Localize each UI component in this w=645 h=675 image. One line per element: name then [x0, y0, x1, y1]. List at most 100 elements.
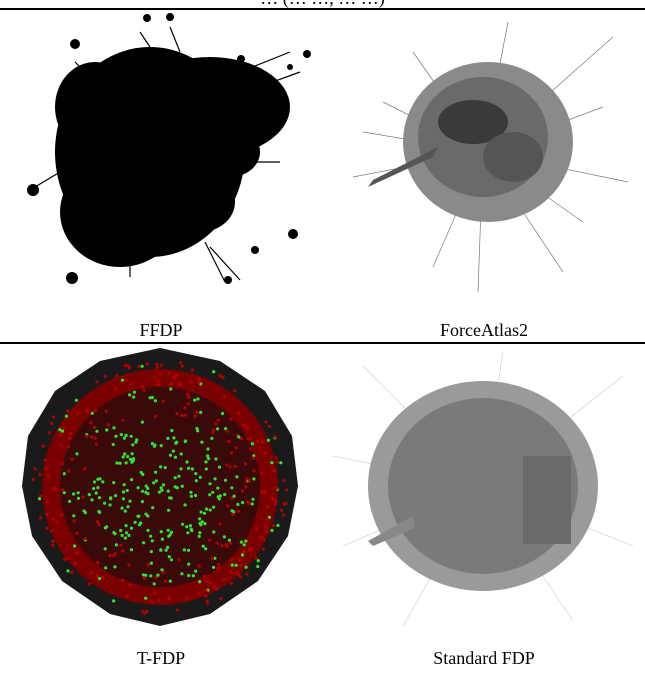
tfdp-node — [213, 477, 217, 481]
tfdp-node — [149, 561, 153, 565]
tfdp-node — [113, 387, 117, 391]
tfdp-node — [66, 409, 70, 413]
tfdp-node — [273, 502, 278, 506]
tfdp-node — [235, 571, 239, 575]
tfdp-node — [160, 568, 164, 572]
tfdp-node — [242, 550, 246, 554]
tfdp-node — [180, 572, 184, 576]
tfdp-node — [120, 506, 124, 510]
tfdp-node — [89, 571, 93, 575]
tfdp-node — [190, 467, 194, 471]
tfdp-node — [183, 406, 187, 410]
tfdp-node — [245, 572, 249, 576]
tfdp-node — [82, 509, 86, 513]
tfdp-node — [284, 501, 288, 506]
tfdp-node — [205, 579, 210, 583]
tfdp-node — [270, 461, 274, 465]
tfdp-node — [229, 581, 233, 586]
tfdp-node — [179, 452, 183, 456]
tfdp-node — [58, 428, 62, 432]
tfdp-node — [205, 599, 209, 603]
tfdp-node — [149, 534, 153, 538]
tfdp-node — [61, 488, 65, 492]
tfdp-node — [54, 520, 59, 524]
tfdp-node — [240, 553, 245, 557]
tfdp-node — [149, 574, 153, 578]
tfdp-node — [94, 491, 98, 495]
tfdp-node — [179, 467, 183, 471]
tfdp-node — [258, 535, 262, 540]
tfdp-node — [230, 486, 234, 490]
tfdp-node — [251, 456, 255, 460]
tfdp-node — [201, 544, 205, 548]
tfdp-node — [234, 563, 238, 567]
tfdp-node — [207, 457, 211, 461]
tfdp-node — [194, 569, 198, 573]
tfdp-node — [187, 395, 191, 399]
tfdp-node — [131, 443, 135, 447]
tfdp-node — [242, 543, 246, 547]
tfdp-node — [178, 380, 182, 384]
tfdp-node — [112, 531, 116, 535]
caption-standard-fdp: Standard FDP — [433, 648, 535, 668]
tfdp-node — [76, 491, 80, 495]
tfdp-node — [114, 543, 118, 547]
tfdp-node — [270, 496, 274, 500]
tfdp-node — [189, 380, 193, 384]
tfdp-node — [167, 597, 171, 601]
tfdp-node — [132, 457, 136, 461]
tfdp-node — [272, 469, 276, 473]
tfdp-node — [239, 563, 243, 567]
tfdp-node — [127, 393, 132, 397]
tfdp-node — [203, 574, 207, 578]
tfdp-node — [285, 488, 289, 492]
tfdp-node — [146, 486, 150, 490]
tfdp-node — [265, 517, 269, 521]
tfdp-node — [173, 485, 177, 489]
tfdp-node — [276, 523, 280, 527]
tfdp-node — [136, 486, 140, 490]
tfdp-node — [144, 573, 148, 577]
tfdp-node — [153, 375, 157, 379]
tfdp-node — [112, 426, 116, 430]
tfdp-node — [62, 426, 66, 430]
tfdp-node — [45, 513, 49, 517]
tfdp-node — [200, 520, 204, 524]
tfdp-node — [217, 497, 221, 501]
tfdp-node — [177, 474, 181, 478]
tfdp-node — [172, 436, 176, 440]
tfdp-node — [222, 577, 226, 582]
tfdp-node — [139, 470, 143, 475]
tfdp-node — [190, 529, 194, 533]
tfdp-node — [130, 460, 134, 464]
tfdp-node — [123, 509, 127, 513]
tfdp-node — [83, 537, 88, 541]
tfdp-node — [203, 522, 207, 526]
tfdp-node — [159, 444, 163, 448]
tfdp-node — [216, 418, 220, 422]
tfdp-node — [122, 483, 126, 487]
ffdp-graph-image — [0, 12, 322, 312]
tfdp-node — [194, 472, 198, 476]
tfdp-node — [198, 580, 202, 584]
tfdp-node — [224, 427, 228, 431]
tfdp-node — [280, 508, 284, 512]
tfdp-node — [183, 413, 187, 417]
tfdp-node — [126, 505, 130, 509]
tfdp-node — [183, 439, 187, 444]
tfdp-node — [204, 594, 208, 598]
tfdp-node — [155, 363, 159, 367]
tfdp-node — [173, 476, 177, 480]
tfdp-node — [222, 395, 226, 399]
tfdp-node — [226, 504, 230, 508]
tfdp-node — [245, 477, 249, 481]
tfdp-node — [223, 492, 227, 497]
tfdp-node — [64, 414, 68, 418]
tfdp-node — [256, 439, 260, 443]
tfdp-node — [239, 575, 243, 579]
tfdp-node — [189, 494, 193, 498]
tfdp-node — [60, 429, 65, 433]
tfdp-node — [87, 582, 91, 586]
tfdp-node — [151, 506, 155, 510]
tfdp-node — [123, 536, 127, 540]
